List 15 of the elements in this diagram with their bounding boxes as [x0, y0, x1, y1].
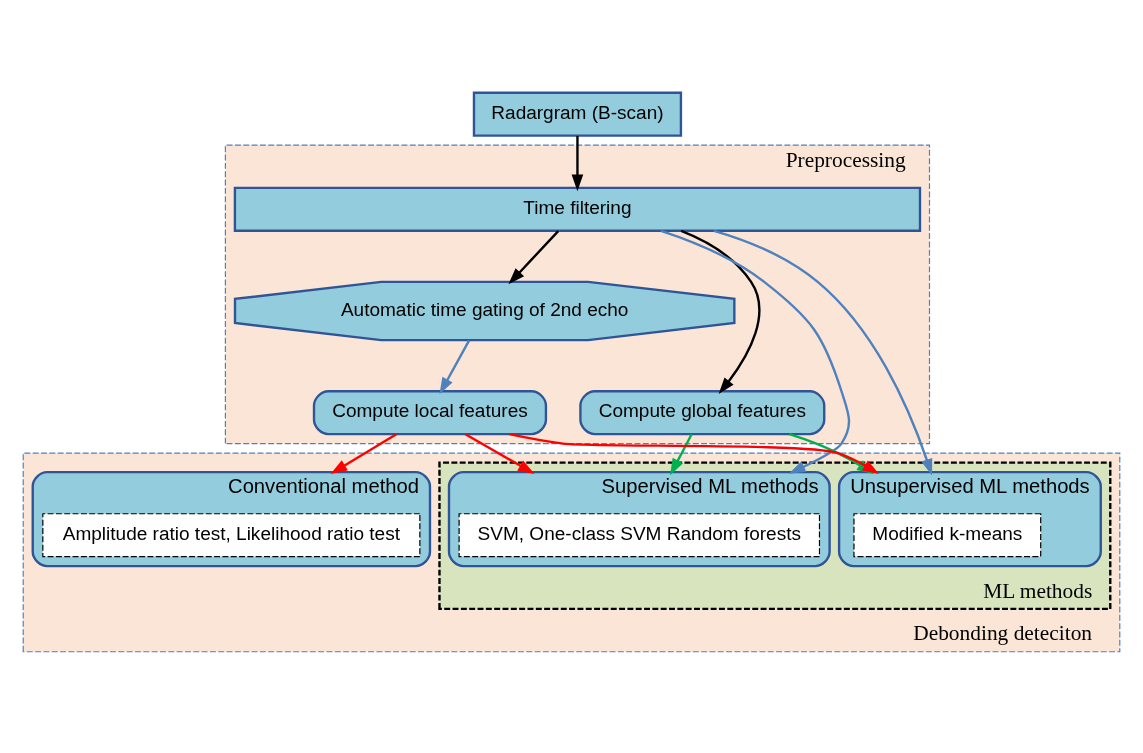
arrow	[670, 433, 693, 475]
arrow	[680, 229, 761, 394]
node-box: Radargram (B-scan)	[472, 91, 683, 137]
arrow	[330, 432, 397, 474]
node-box: Time filtering	[233, 186, 922, 232]
arrow	[660, 229, 851, 474]
node-box: Amplitude ratio test, Likelihood ratio test	[42, 512, 421, 557]
node-box: Compute global features	[579, 389, 826, 435]
arrow	[464, 432, 535, 474]
arrow	[508, 229, 560, 284]
arrow	[439, 339, 471, 394]
node-box: Modified k-means	[853, 512, 1042, 557]
node-box: SVM, One-class SVM Random forests	[458, 512, 821, 557]
node-box: Compute local features	[312, 389, 548, 435]
arrow	[571, 135, 584, 191]
